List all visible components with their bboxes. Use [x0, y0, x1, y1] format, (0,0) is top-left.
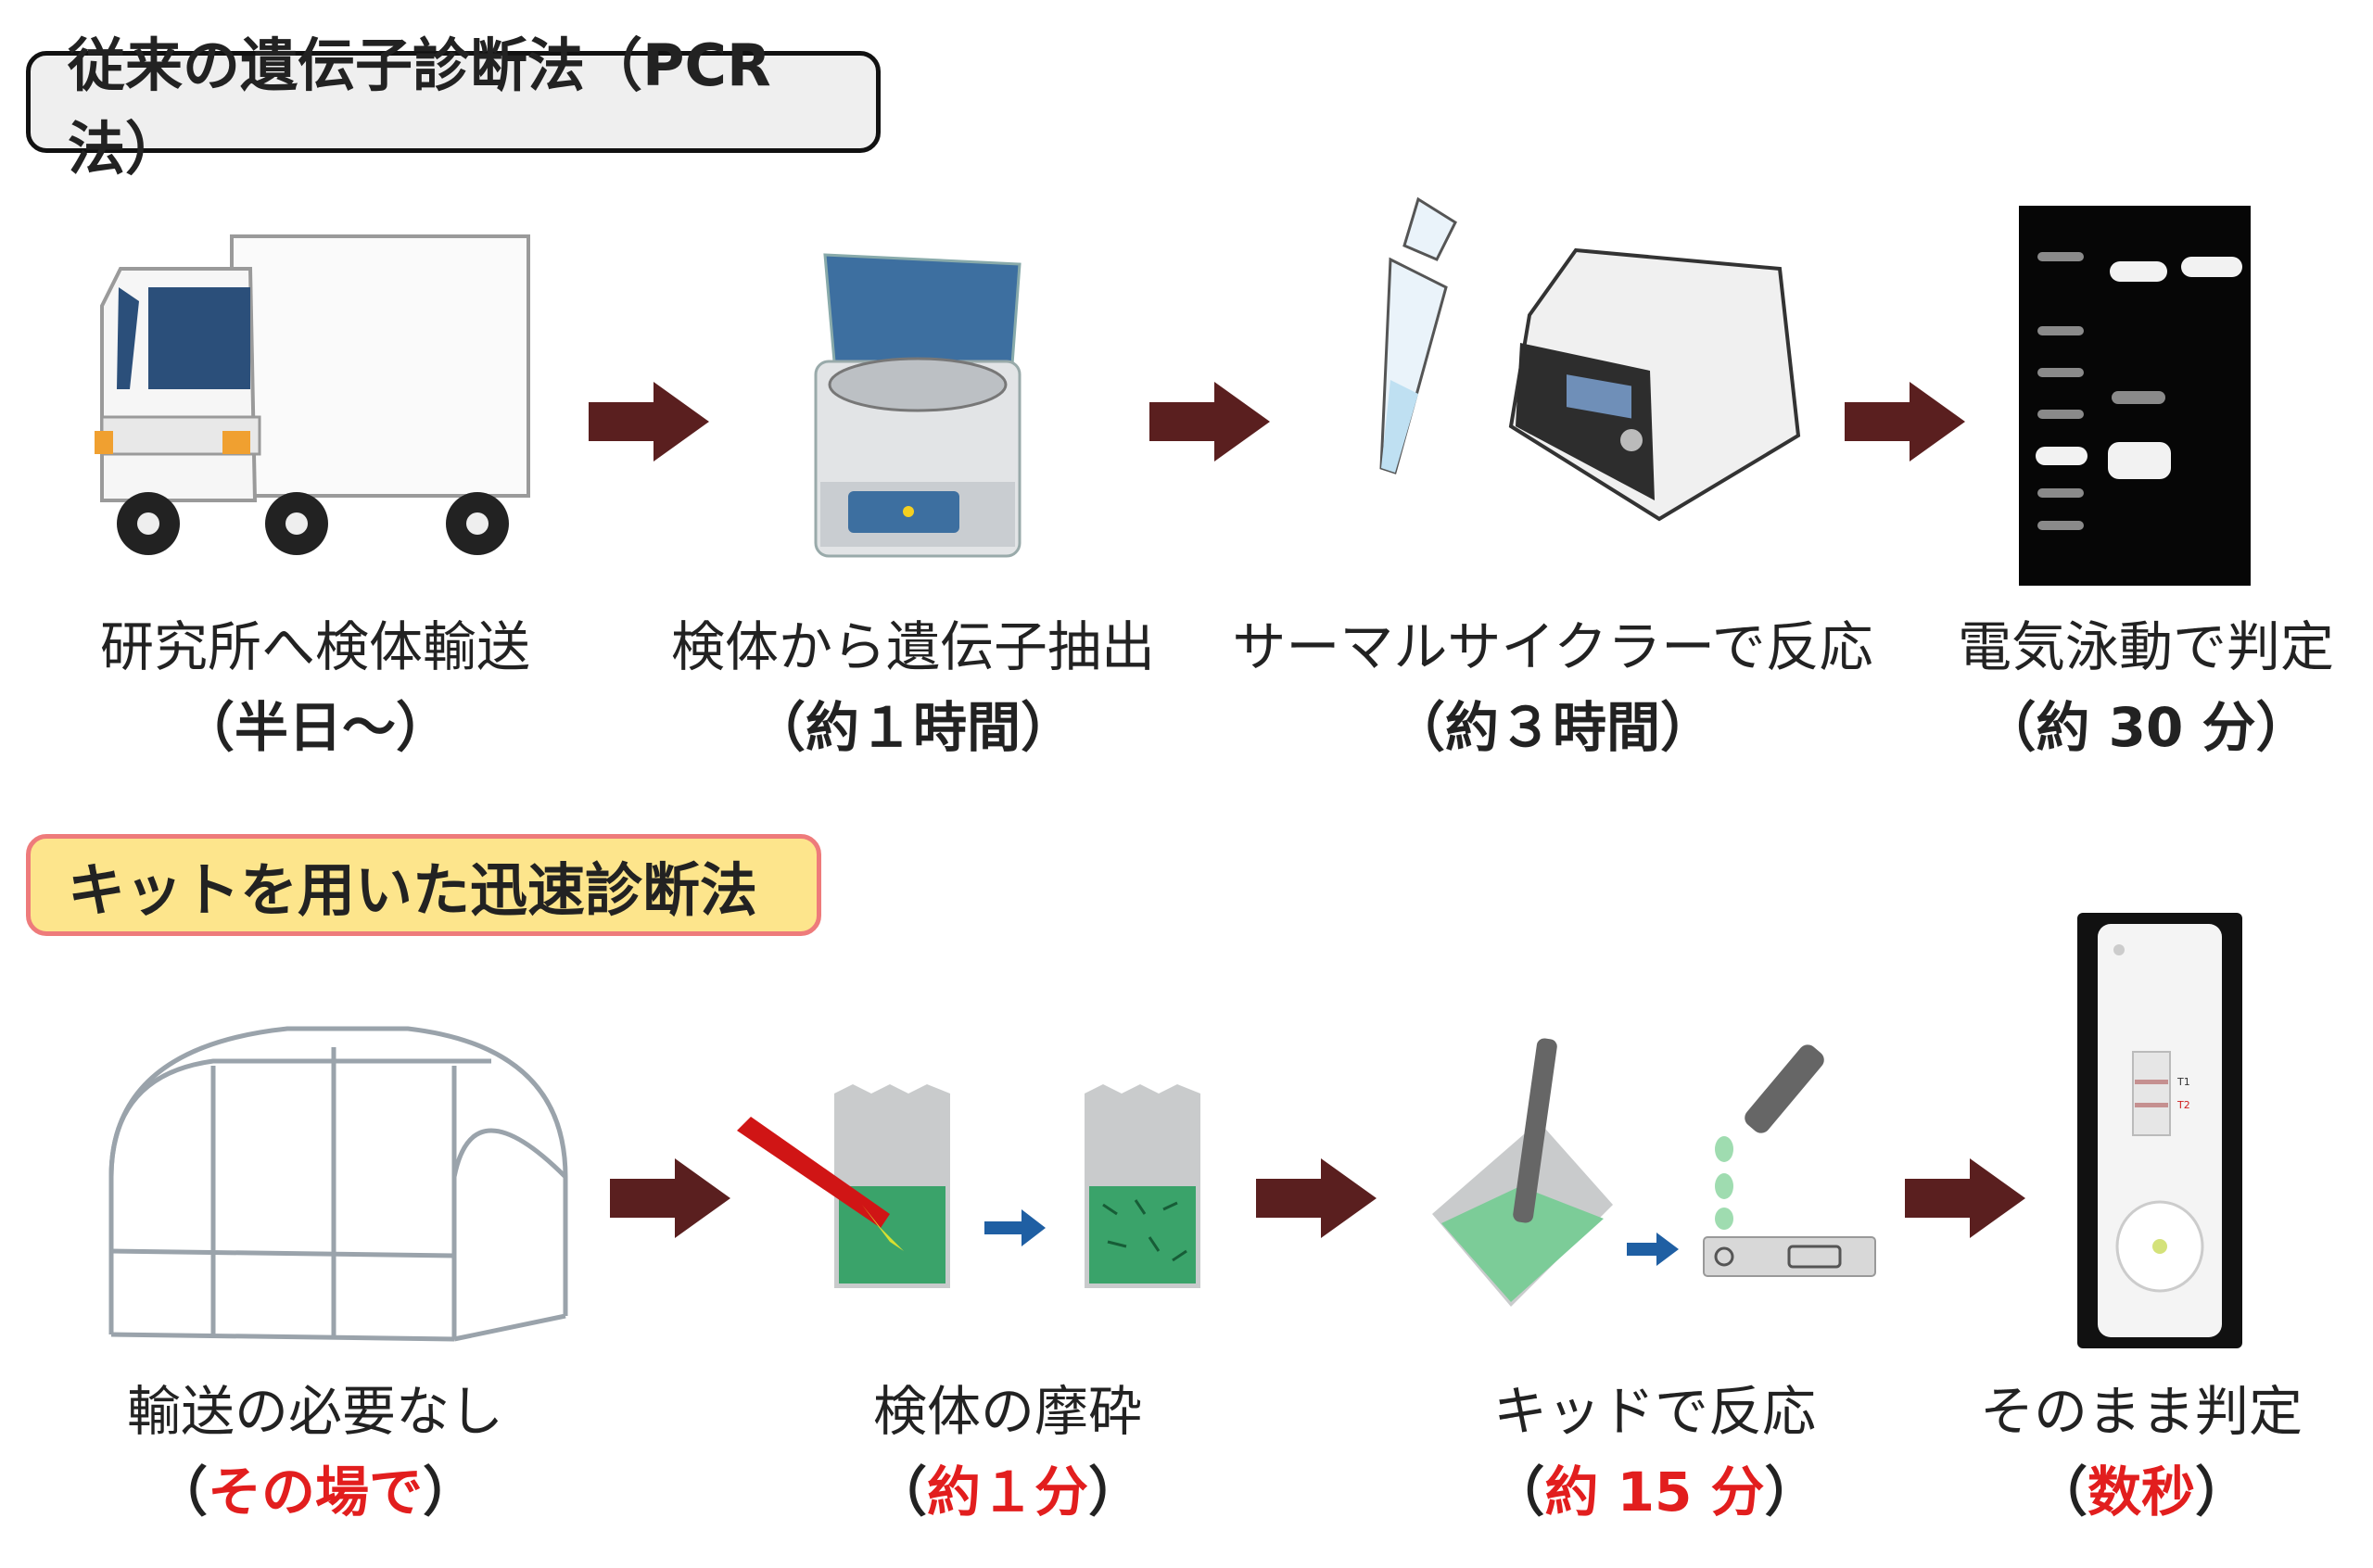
gel-electrophoresis-image	[2019, 206, 2251, 586]
step-label: そのまま判定	[1979, 1380, 2303, 1443]
test-kit-photo: T1 T2	[2077, 913, 2242, 1348]
step-caption: そのまま判定 （数秒）	[1980, 1372, 2303, 1533]
step-caption: キッドで反応 （約 15 分）	[1491, 1372, 1818, 1533]
paren-close: ）	[1764, 1461, 1819, 1524]
paren-open: （	[2033, 1461, 2087, 1524]
arrow-icon	[1905, 1158, 2025, 1238]
rapid-method-header: キットを用いた迅速診断法	[26, 834, 821, 936]
step-duration: （約 30 分）	[1982, 696, 2310, 759]
grinding-bag-icon	[737, 1084, 950, 1288]
arrow-icon	[1256, 1158, 1377, 1238]
step-duration: 約 15 分	[1544, 1461, 1765, 1524]
step-duration: （約１時間）	[751, 696, 1075, 759]
step-caption: 輸送の必要なし （その場で）	[127, 1372, 503, 1533]
truck-icon	[95, 234, 530, 555]
arrow-icon	[610, 1158, 730, 1238]
centrifuge-icon	[814, 253, 1022, 558]
step-duration: 約１分	[926, 1461, 1089, 1524]
step-duration: 数秒	[2087, 1461, 2196, 1524]
paren-open: （	[1491, 1461, 1545, 1524]
arrow-icon	[1845, 382, 1965, 462]
step-label: キッドで反応	[1492, 1380, 1817, 1443]
step-label: サーマルサイクラーで反応	[1232, 615, 1873, 678]
step-duration: （半日〜）	[180, 696, 450, 759]
t1-mark: T1	[2176, 1076, 2190, 1088]
step-duration: その場で	[207, 1461, 424, 1524]
small-arrow-icon	[1627, 1233, 1679, 1266]
greenhouse-icon	[108, 1026, 568, 1342]
step-caption: 研究所へ検体輸送 （半日〜）	[100, 607, 530, 768]
step-label: 輸送の必要なし	[126, 1380, 504, 1443]
step-label: 電気泳動で判定	[1957, 615, 2335, 678]
step-duration: （約３時間）	[1390, 696, 1714, 759]
arrow-icon	[1149, 382, 1270, 462]
step-caption: 検体から遺伝子抽出 （約１時間）	[671, 607, 1155, 768]
step-label: 検体から遺伝子抽出	[670, 615, 1156, 678]
paren-close: ）	[423, 1461, 477, 1524]
t2-mark: T2	[2176, 1099, 2190, 1111]
paren-open: （	[153, 1461, 208, 1524]
step-caption: 検体の摩砕 （約１分）	[873, 1372, 1142, 1533]
step-label: 研究所へ検体輸送	[99, 615, 531, 678]
paren-open: （	[872, 1461, 927, 1524]
ground-sample-bag-icon	[1085, 1084, 1200, 1288]
step-label: 検体の摩砕	[872, 1380, 1143, 1443]
paren-close: ）	[1088, 1461, 1143, 1524]
step-caption: サーマルサイクラーで反応 （約３時間）	[1232, 607, 1872, 768]
paren-close: ）	[2195, 1461, 2250, 1524]
arrow-icon	[589, 382, 709, 462]
small-arrow-icon	[984, 1209, 1046, 1246]
conventional-method-header: 従来の遺伝子診断法（PCR 法）	[26, 32, 881, 183]
pcr-tube-icon	[1379, 196, 1457, 474]
dropper-bag-icon	[1432, 1038, 1613, 1307]
step-caption: 電気泳動で判定 （約 30 分）	[1958, 607, 2334, 768]
thermal-cycler-icon	[1508, 247, 1801, 522]
test-cassette-icon	[1703, 1044, 1876, 1277]
